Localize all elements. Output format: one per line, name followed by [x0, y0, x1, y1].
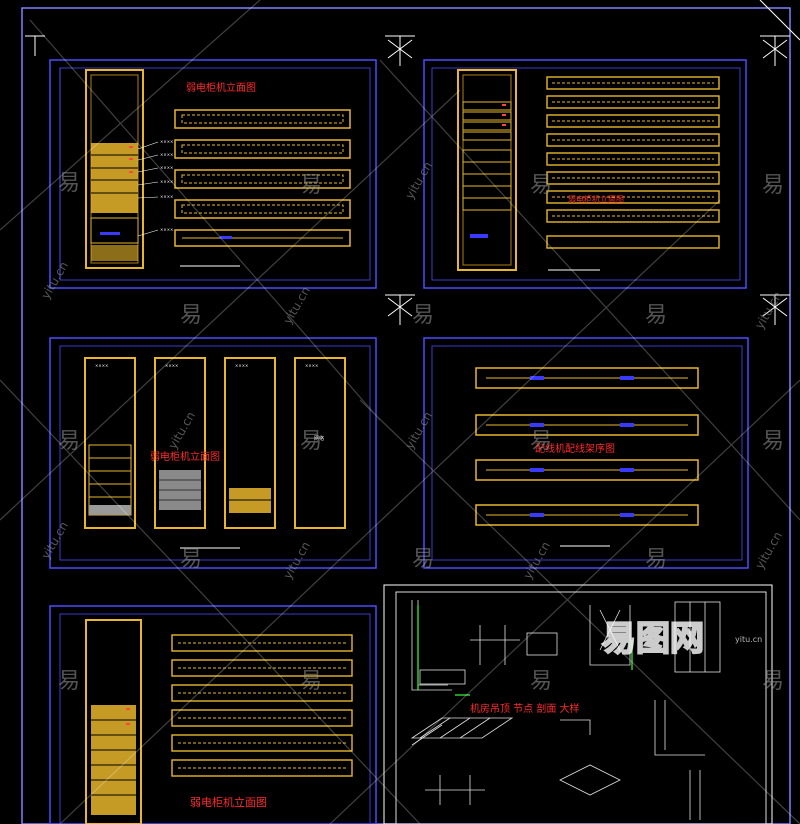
patch-panels: [174, 109, 351, 247]
svg-text:××××: ××××: [160, 179, 173, 184]
sheet-1: ×××× ×××× ×××× ×××× ×××× ×××× 弱电柜机立面图: [49, 59, 377, 289]
watermark-char: 易: [762, 669, 784, 694]
cabinet-4: 网络: [294, 357, 346, 529]
watermark-char: 易: [180, 303, 202, 328]
distribution-panels: [475, 367, 699, 526]
site-logo-sub: yitu.cn: [735, 635, 762, 644]
watermark-char: 易: [645, 303, 667, 328]
svg-text:××××: ××××: [165, 363, 178, 368]
sheet-5: 弱电柜机立面图: [49, 605, 377, 824]
sheet-4-title: 配线机配线架序图: [535, 442, 615, 455]
watermark-char: 易: [530, 429, 552, 454]
sheet-6: 机房吊顶 节点 剖面 大样 易图网 yitu.cn: [383, 584, 773, 824]
rack-cabinet: [457, 69, 517, 271]
watermark-char: 易: [762, 429, 784, 454]
outer-border-line: [759, 0, 800, 41]
rack-cabinet: [85, 69, 144, 269]
svg-text:××××: ××××: [305, 363, 318, 368]
svg-text:××××: ××××: [160, 139, 173, 144]
svg-text:××××: ××××: [235, 363, 248, 368]
svg-text:××××: ××××: [160, 152, 173, 157]
sheet-3: 网络 ×××× ×××× ×××× ×××× 弱电柜机立面图: [49, 337, 377, 569]
watermark-char: 易: [58, 429, 80, 454]
svg-text:××××: ××××: [160, 194, 173, 199]
watermark-char: 易: [530, 173, 552, 198]
watermarks: 易 易 易 易 易 易 易 易 易 易 易 易 易 易 易 易 易 易: [58, 171, 784, 694]
cabinet-2: [154, 357, 206, 529]
watermark-site: yitu.cn: [165, 409, 198, 451]
watermark-site: yitu.cn: [752, 529, 785, 571]
sheet-3-title: 弱电柜机立面图: [150, 450, 220, 463]
svg-text:××××: ××××: [95, 363, 108, 368]
watermark-char: 易: [300, 669, 322, 694]
sheet-6-title: 机房吊顶 节点 剖面 大样: [470, 702, 580, 715]
patch-panels: [546, 76, 720, 249]
svg-text:××××: ××××: [160, 227, 173, 232]
watermark-char: 易: [412, 547, 434, 572]
outer-border: [21, 7, 791, 824]
watermark-char: 易: [300, 429, 322, 454]
watermark-site: yitu.cn: [402, 159, 435, 201]
cabinet-1: [84, 357, 136, 529]
sheet-5-title: 弱电柜机立面图: [190, 795, 267, 809]
svg-text:××××: ××××: [160, 165, 173, 170]
site-logo-text: 易图网: [602, 619, 704, 659]
watermark-site: yitu.cn: [280, 284, 313, 326]
watermark-char: 易: [412, 303, 434, 328]
watermark-char: 易: [180, 547, 202, 572]
rack-cabinet: [85, 619, 142, 824]
detail-drawings: [410, 600, 721, 820]
watermark-char: 易: [762, 173, 784, 198]
watermark-char: 易: [645, 547, 667, 572]
watermark-site: yitu.cn: [38, 519, 71, 561]
site-logo: 易图网 yitu.cn: [601, 618, 762, 660]
watermark-site: yitu.cn: [402, 409, 435, 451]
sheet-1-title: 弱电柜机立面图: [186, 81, 256, 94]
watermark-char: 易: [58, 171, 80, 196]
sheet-2: 弱电柜机立面图: [423, 59, 747, 289]
watermark-char: 易: [58, 669, 80, 694]
sheet-2-title: 弱电柜机立面图: [568, 194, 624, 204]
sheet-4: 配线机配线架序图: [423, 337, 749, 569]
cabinet-4-label: 网络: [314, 435, 324, 442]
crosshair-markers: [25, 35, 790, 325]
patch-panels: [171, 634, 353, 777]
watermark-char: 易: [530, 669, 552, 694]
cabinet-3: [224, 357, 276, 529]
watermark-char: 易: [300, 173, 322, 198]
